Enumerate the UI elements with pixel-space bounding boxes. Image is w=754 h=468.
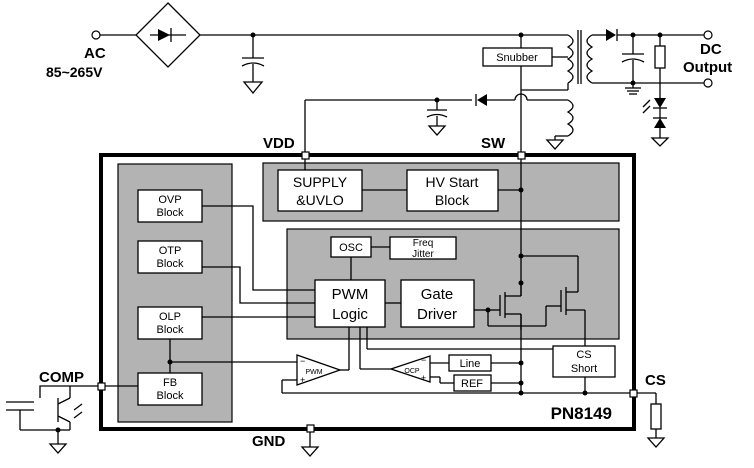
comp-pin-label: COMP — [39, 369, 84, 386]
ground-icon — [48, 443, 68, 454]
optocoupler-led — [654, 98, 666, 108]
gate-driver-line2: Driver — [417, 306, 457, 323]
cs-short-line2: Short — [571, 363, 597, 375]
pwm-comparator: PWM − + — [296, 354, 342, 386]
ocp-label: OCP — [404, 368, 420, 375]
tl431-regulator — [654, 118, 666, 128]
vdd-capacitor — [426, 109, 448, 118]
ground-icon — [300, 446, 320, 457]
ref-label: REF — [461, 378, 483, 390]
freq-jitter-line1: Freq — [413, 238, 434, 249]
output-diode — [606, 29, 616, 41]
ground-icon — [646, 437, 666, 448]
cs-short-block — [552, 345, 616, 378]
bridge-rectifier — [135, 2, 201, 68]
fb-block-line1: FB — [163, 377, 177, 389]
sense-mosfet — [487, 255, 586, 346]
ac-range-label: 85~265V — [46, 64, 103, 80]
ac-label: AC — [84, 45, 106, 62]
ovp-block-line2: Block — [157, 207, 184, 219]
ovp-block-line1: OVP — [158, 194, 181, 206]
hv-start-line1: HV Start — [426, 174, 479, 190]
output-resistor — [654, 45, 666, 69]
supply-uvlo-line2: &UVLO — [296, 192, 344, 208]
ovp-block — [137, 189, 203, 223]
chip-name: PN8149 — [551, 404, 612, 423]
cs-pin-label: CS — [645, 372, 666, 389]
pwm-logic-block — [314, 279, 386, 328]
transformer-secondary — [586, 34, 594, 84]
freq-jitter-line2: Jitter — [412, 249, 434, 260]
fb-block-line2: Block — [157, 390, 184, 402]
svg-text:−: − — [300, 356, 305, 366]
pwm-comparator-label: PWM — [305, 369, 322, 376]
supply-uvlo-line1: SUPPLY — [293, 174, 348, 190]
ac-input-terminal — [91, 30, 101, 40]
otp-block-line2: Block — [157, 258, 184, 270]
ground-icon — [545, 139, 565, 150]
vdd-diode — [477, 94, 487, 106]
auxiliary-winding — [566, 99, 574, 137]
svg-text:−: − — [421, 355, 426, 365]
gnd-pin — [306, 424, 315, 433]
svg-text:+: + — [300, 375, 305, 385]
gate-driver-line1: Gate — [421, 286, 454, 303]
snubber-label: Snubber — [496, 52, 538, 64]
ground-icon — [427, 125, 447, 136]
pwm-logic-line1: PWM — [332, 286, 369, 303]
svg-text:+: + — [421, 373, 426, 383]
freq-jitter-block — [389, 236, 457, 260]
ground-icon — [242, 81, 264, 95]
gate-driver-block — [400, 279, 475, 328]
comp-pin — [97, 382, 106, 391]
comp-capacitor — [6, 401, 34, 411]
cs-short-line1: CS — [576, 349, 591, 361]
gnd-pin-label: GND — [252, 433, 286, 450]
otp-block-line1: OTP — [159, 245, 182, 257]
dc-output-positive — [703, 30, 713, 40]
output-capacitor — [621, 53, 645, 63]
ocp-comparator: OCP − + — [388, 355, 431, 383]
ground-icon — [650, 137, 670, 147]
vdd-pin-label: VDD — [263, 135, 295, 152]
sw-pin — [517, 151, 526, 160]
hv-start-block — [406, 169, 499, 212]
hv-start-line2: Block — [435, 192, 470, 208]
supply-uvlo-block — [277, 169, 363, 212]
output-label: Output — [683, 59, 732, 76]
pwm-logic-line2: Logic — [332, 306, 368, 323]
osc-label: OSC — [339, 242, 363, 254]
bulk-capacitor — [241, 57, 265, 67]
optocoupler-transistor — [57, 397, 83, 423]
dc-output-negative — [703, 78, 713, 88]
olp-block-line2: Block — [157, 324, 184, 336]
vdd-pin — [301, 151, 310, 160]
line-label: Line — [460, 358, 481, 370]
cs-resistor — [650, 403, 662, 430]
cs-pin — [629, 389, 638, 398]
olp-block-line1: OLP — [159, 311, 181, 323]
sw-pin-label: SW — [481, 135, 506, 152]
transformer-primary — [566, 34, 574, 84]
otp-block — [137, 240, 203, 274]
dc-label: DC — [700, 41, 722, 58]
fb-block — [137, 372, 203, 406]
